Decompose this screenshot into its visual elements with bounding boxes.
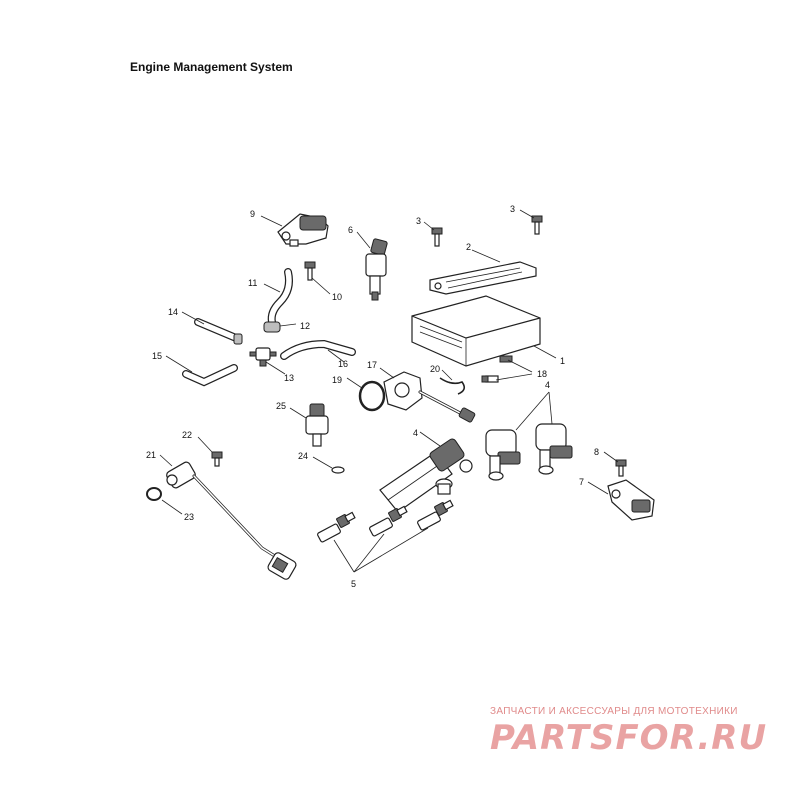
- callout-1: 1: [560, 356, 565, 366]
- part-4-ignition-coil-right: [535, 423, 573, 475]
- callout-21: 21: [146, 450, 156, 460]
- callout-22: 22: [182, 430, 192, 440]
- part-10-bolt: [304, 261, 316, 281]
- watermark-caption: ЗАПЧАСТИ И АКСЕССУАРЫ ДЛЯ МОТОТЕХНИКИ: [490, 706, 738, 717]
- part-12-clamp: [263, 321, 281, 333]
- callout-11: 11: [248, 278, 257, 288]
- leader-lines: [159, 209, 619, 573]
- part-3-bolt-right: [531, 215, 543, 235]
- part-15-tube: [182, 364, 238, 387]
- part-4-coil-boot: [435, 478, 453, 495]
- part-5-spark-plug-left: [317, 511, 356, 543]
- part-5-spark-plug-middle: [369, 505, 408, 537]
- part-19-o-ring: [358, 380, 386, 412]
- callout-13: 13: [284, 373, 294, 383]
- callout-17: 17: [367, 360, 377, 370]
- callout-12: 12: [300, 321, 310, 331]
- part-4-ignition-coil-middle: [485, 429, 521, 481]
- callout-15: 15: [152, 351, 162, 361]
- part-3-bolt-left: [431, 227, 443, 247]
- callout-7: 7: [579, 477, 584, 487]
- callout-4-top: 4: [545, 380, 550, 390]
- part-20-clip: [439, 377, 466, 395]
- callout-5: 5: [351, 579, 356, 589]
- part-23-o-ring: [146, 487, 162, 501]
- callout-24: 24: [298, 451, 308, 461]
- callout-2: 2: [466, 242, 471, 252]
- callout-4-left: 4: [413, 428, 418, 438]
- part-1-ecu: [411, 295, 541, 367]
- callout-14: 14: [168, 307, 178, 317]
- part-18-bolts: [481, 355, 513, 383]
- part-24-clip: [331, 466, 345, 474]
- part-11-hose: [267, 268, 293, 326]
- callout-20: 20: [430, 364, 440, 374]
- part-14-tube: [194, 318, 243, 345]
- part-13-fitting: [249, 347, 277, 367]
- callout-3-left: 3: [416, 216, 421, 226]
- callout-19: 19: [332, 375, 342, 385]
- part-17-tps: [383, 371, 476, 423]
- callout-9: 9: [250, 209, 255, 219]
- callout-18: 18: [537, 369, 547, 379]
- part-21-crank-sensor: [166, 461, 297, 580]
- diagram-title: Engine Management System: [130, 60, 293, 74]
- callout-6: 6: [348, 225, 353, 235]
- watermark-logo: PARTSFOR.RU: [490, 718, 768, 758]
- callout-16: 16: [338, 359, 348, 369]
- part-8-bolt: [615, 459, 627, 477]
- part-25-sensor: [305, 403, 329, 447]
- part-4-ignition-coil-long: [379, 438, 473, 513]
- part-6-temp-sensor: [365, 238, 388, 301]
- callout-25: 25: [276, 401, 286, 411]
- part-22-bolt: [211, 451, 223, 467]
- callout-23: 23: [184, 512, 194, 522]
- callout-labels: 1 2 3 3 4 4 5 6 7 8 9 10 11 12 13 14 15 …: [146, 204, 599, 589]
- callout-8: 8: [594, 447, 599, 457]
- part-7-sensor: [607, 479, 655, 521]
- callout-3-right: 3: [510, 204, 515, 214]
- part-16-hose: [280, 339, 356, 360]
- part-5-spark-plug-right: [417, 499, 454, 531]
- part-9-map-sensor: [277, 213, 329, 247]
- callout-10: 10: [332, 292, 342, 302]
- part-2-bracket: [429, 261, 537, 295]
